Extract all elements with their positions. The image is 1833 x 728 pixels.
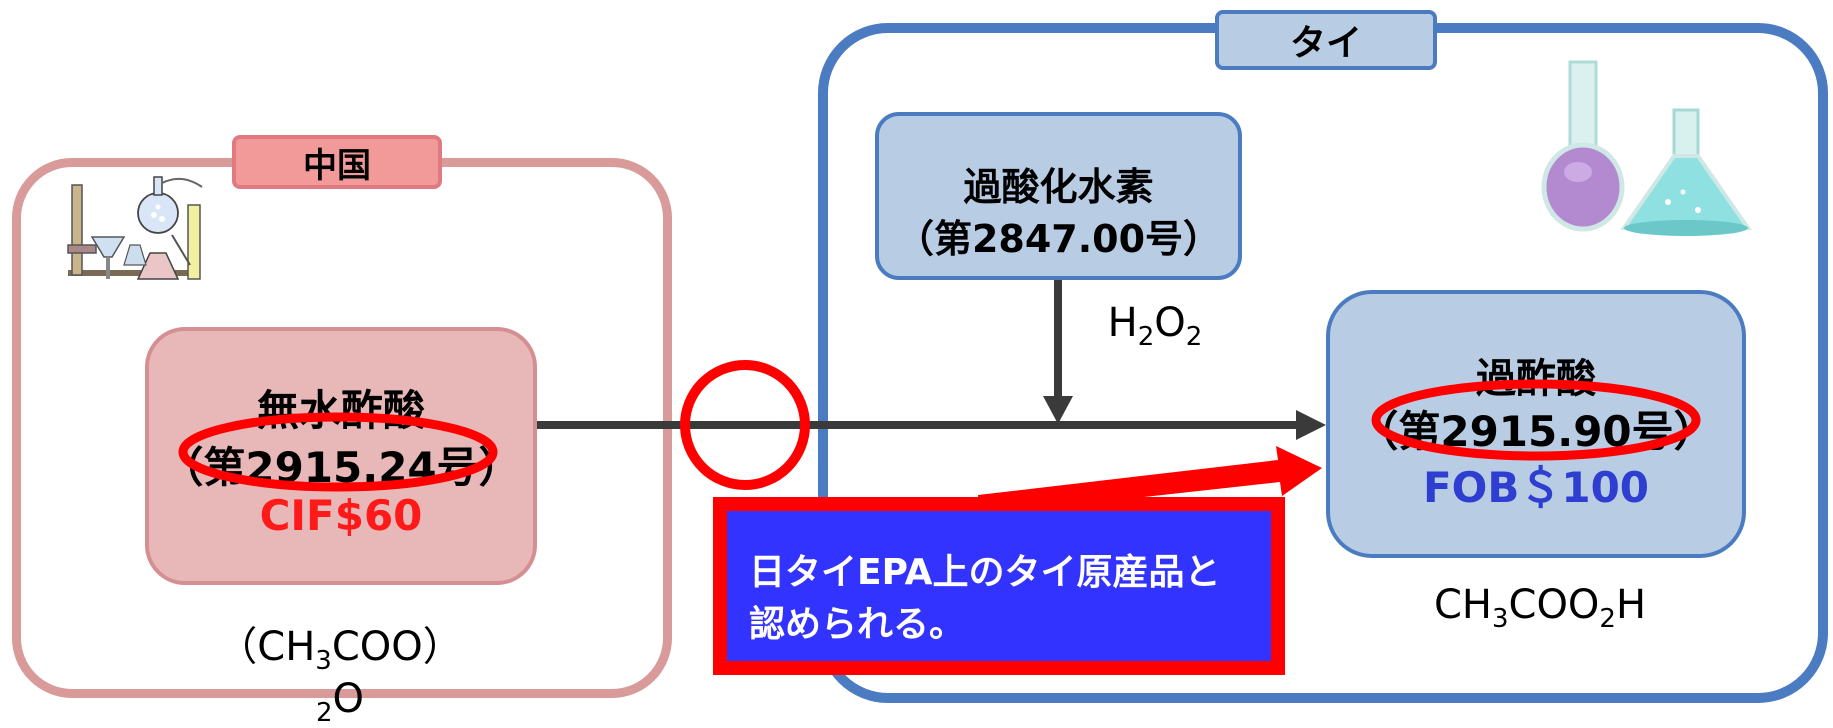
china-region-label: 中国: [232, 135, 442, 189]
thai-region-label: タイ: [1215, 10, 1437, 70]
peracetic-acid-name: 過酢酸: [1476, 356, 1596, 402]
border-crossing-circle: [680, 360, 810, 490]
acetic-anhydride-box: 無水酢酸 （第2915.24号） CIF$60: [145, 327, 537, 585]
hydrogen-peroxide-formula: H2O2: [1107, 300, 1203, 352]
hydrogen-peroxide-box: 過酸化水素 （第2847.00号）: [875, 112, 1242, 280]
hydrogen-peroxide-hs-code: （第2847.00号）: [895, 217, 1222, 261]
originating-goods-callout: 日タイEPA上のタイ原産品と 認められる。: [713, 497, 1285, 675]
callout-line-1: 日タイEPA上のタイ原産品と: [749, 552, 1221, 593]
callout-line-2: 認められる。: [749, 604, 966, 645]
acetic-anhydride-price: CIF$60: [259, 491, 423, 540]
acetic-anhydride-formula: （CH3COO）2O: [217, 624, 463, 728]
hydrogen-peroxide-name: 過酸化水素: [963, 165, 1154, 209]
peracetic-acid-price: FOB＄100: [1422, 463, 1650, 512]
acetic-anhydride-hs-code: （第2915.24号）: [161, 443, 521, 492]
peracetic-acid-box: 過酢酸 （第2915.90号） FOB＄100: [1326, 290, 1746, 558]
peracetic-acid-hs-code: （第2915.90号）: [1356, 407, 1716, 456]
acetic-anhydride-name: 無水酢酸: [256, 386, 425, 435]
peracetic-acid-formula: CH3COO2H: [1433, 582, 1647, 634]
